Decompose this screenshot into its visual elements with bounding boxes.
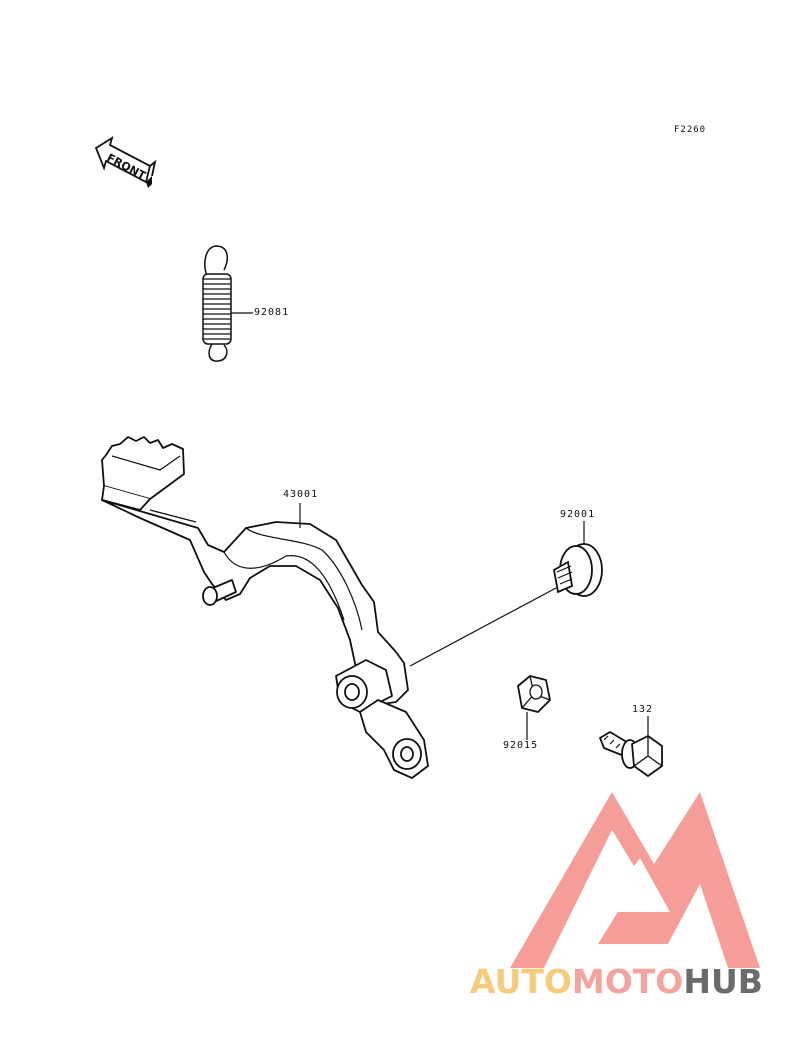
part-number-washer: 92001 (560, 509, 596, 520)
watermark-hub: HUB (683, 962, 763, 1001)
flange-bolt-icon (599, 716, 663, 777)
watermark-text: AUTOMOTOHUB (470, 962, 763, 1002)
figure-ref-code: F2260 (674, 125, 707, 135)
watermark-moto: MOTO (571, 962, 684, 1001)
watermark-auto: AUTO (470, 962, 572, 1001)
nut-icon (517, 675, 551, 740)
part-number-brake-pedal: 43001 (283, 489, 319, 500)
washer-bolt-icon (553, 521, 603, 597)
front-arrow-icon: FRONT (94, 135, 157, 188)
part-number-bolt: 132 (632, 704, 654, 715)
part-number-nut: 92015 (503, 740, 539, 751)
watermark-logo-icon (510, 792, 760, 968)
assembly-leader-line (409, 587, 557, 667)
brake-pedal-icon (101, 436, 429, 779)
part-number-spring: 92081 (254, 307, 290, 318)
return-spring-icon (202, 245, 253, 362)
